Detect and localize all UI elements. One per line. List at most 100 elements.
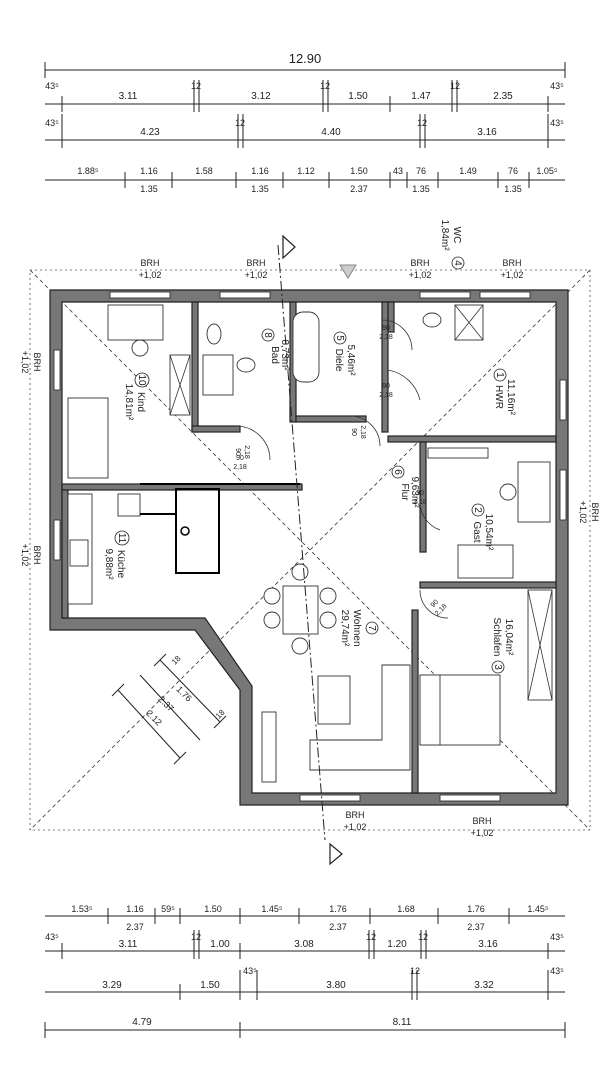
room-gast-area: 10,54m² [483,514,494,551]
top-r3b-1: 1.35 [251,184,269,194]
door-label-3-w: 90 [382,325,390,332]
door-label-6-h: 2,18 [233,464,247,471]
room-gast-num: 2 [472,507,483,513]
room-gast-name: Gast [471,521,482,542]
door-label-3: 90 2,18 [379,325,393,341]
room-hwr-area: 11,16m² [505,379,516,416]
room-wc: 4 WC 1,84m² [439,219,465,270]
bot-r2-5: 12 [366,932,376,942]
bot-r1-5: 1.76 [329,904,347,914]
brh-label-8: BRH [32,545,42,564]
diag-label-d: 2.12 [144,708,163,727]
room-flur-area: 9,63m² [409,476,420,508]
bot-r1-8: 1.45⁵ [527,904,549,914]
door-label-2-w: 90 [350,428,357,436]
room-schlafen-num: 3 [492,664,503,670]
room-hwr: 1 HWR 11,16m² [493,368,516,416]
diag-label-a: 18 [170,654,183,667]
bot-r3-4: 12 [410,966,420,976]
brh-label-1: BRH [140,258,159,268]
door-label-2-h: 2,18 [359,425,366,439]
brh-value-6: +1,02 [471,828,494,838]
brh-label-9: BRH [590,502,600,521]
top-r1-1: 3.11 [119,91,138,102]
room-schlafen-name: Schlafen [491,618,502,657]
top-r2-6: 43⁵ [550,118,564,128]
top-r1-0: 43⁵ [45,81,59,91]
top-r3-4: 1.12 [297,166,315,176]
brh-value-4: +1,02 [501,270,524,280]
room-hwr-name: HWR [493,385,504,409]
door-label-7: 90 2,18 [430,599,449,618]
brh-value-9: +1,02 [578,501,588,524]
room-wohnen-area: 29,74m² [339,610,350,647]
door-label-2: 90 2,18 [350,425,366,439]
bot-r1b-0: 2.37 [126,922,144,932]
door-label-4-h: 2,18 [379,392,393,399]
bot-r1-7: 1.76 [467,904,485,914]
room-flur-name: Flur [399,483,410,501]
section-line [277,234,357,866]
room-kueche-name: Küche [115,550,126,579]
door-label-4-w: 90 [382,383,390,390]
brh-value-1: +1,02 [139,270,162,280]
bot-r1-2: 59⁵ [161,904,175,914]
top-r3-6: 43 [393,166,403,176]
room-diele-area: 5,46m² [345,344,356,376]
brh-labels: BRH +1,02 BRH +1,02 BRH +1,02 BRH +1,02 … [20,258,600,838]
door-label-6-w: 90 [236,455,244,462]
top-r3-10: 1.05⁵ [536,166,558,176]
top-r1-8: 2.35 [493,91,513,102]
door-label-5-w: 90 [416,490,424,497]
bot-r1-4: 1.45⁵ [261,904,283,914]
diag-label-b: 1.76 [174,684,193,703]
top-r3b-2: 2.37 [350,184,368,194]
brh-value-8: +1,02 [20,544,30,567]
bot-r3-1: 1.50 [200,980,220,991]
room-gast: 2 Gast 10,54m² [471,503,494,551]
furniture [67,304,553,783]
brh-value-2: +1,02 [245,270,268,280]
room-kueche-area: 9,88m² [103,548,114,580]
top-r1-2: 12 [191,81,201,91]
bot-r2-1: 3.11 [119,939,138,950]
bottom-dimensions: 1.53⁵ 1.16 59⁵ 1.50 1.45⁵ 1.76 1.68 1.76… [44,904,566,1038]
bot-r3-0: 3.29 [102,980,122,991]
total-width-label: 12.90 [289,51,322,66]
top-r2-2: 12 [235,118,245,128]
room-wc-num: 4 [452,260,463,266]
room-flur-num: 6 [392,469,403,475]
top-r1-9: 43⁵ [550,81,564,91]
brh-label-4: BRH [502,258,521,268]
top-r3-8: 1.49 [459,166,477,176]
top-row1-ticks [61,80,549,112]
top-r1-7: 12 [450,81,460,91]
room-diele-name: Diele [333,349,344,372]
bot-r4-1: 8.11 [393,1017,412,1028]
bot-r2-9: 43⁵ [550,932,564,942]
door-label-1-w: 90 [234,448,241,456]
room-kueche-num: 11 [116,533,127,544]
bot-r2-2: 12 [191,932,201,942]
bot-r2-3: 1.00 [210,939,230,950]
door-label-3-h: 2,18 [379,334,393,341]
door-size-labels: 90 2,18 90 2,18 90 2,18 90 2,18 90 2,18 … [233,325,448,618]
diag-a: 18 [170,654,183,667]
room-kind-area: 14,81m² [123,384,134,421]
diag-d: 2.12 [144,708,163,727]
room-bad-area: 8,73m² [279,339,290,371]
room-wc-name: WC [451,227,462,244]
room-flur: 6 Flur 9,63m² [391,465,420,508]
bot-r2-6: 1.20 [387,939,407,950]
diag-e: 18 [214,708,227,721]
top-r2-5: 3.16 [477,127,497,138]
bottom-row1-ticks [107,908,510,924]
top-r3-7: 76 [416,166,426,176]
room-kind-num: 10 [136,374,147,386]
room-diele: 5 Diele 5,46m² [333,331,356,376]
room-diele-num: 5 [334,335,345,341]
top-r2-0: 43⁵ [45,118,59,128]
room-labels: 1 HWR 11,16m² 2 Gast 10,54m² 3 Schlafen … [103,219,516,674]
door-label-5: 90 2,18 [413,490,427,506]
bot-r1b-2: 2.37 [467,922,485,932]
